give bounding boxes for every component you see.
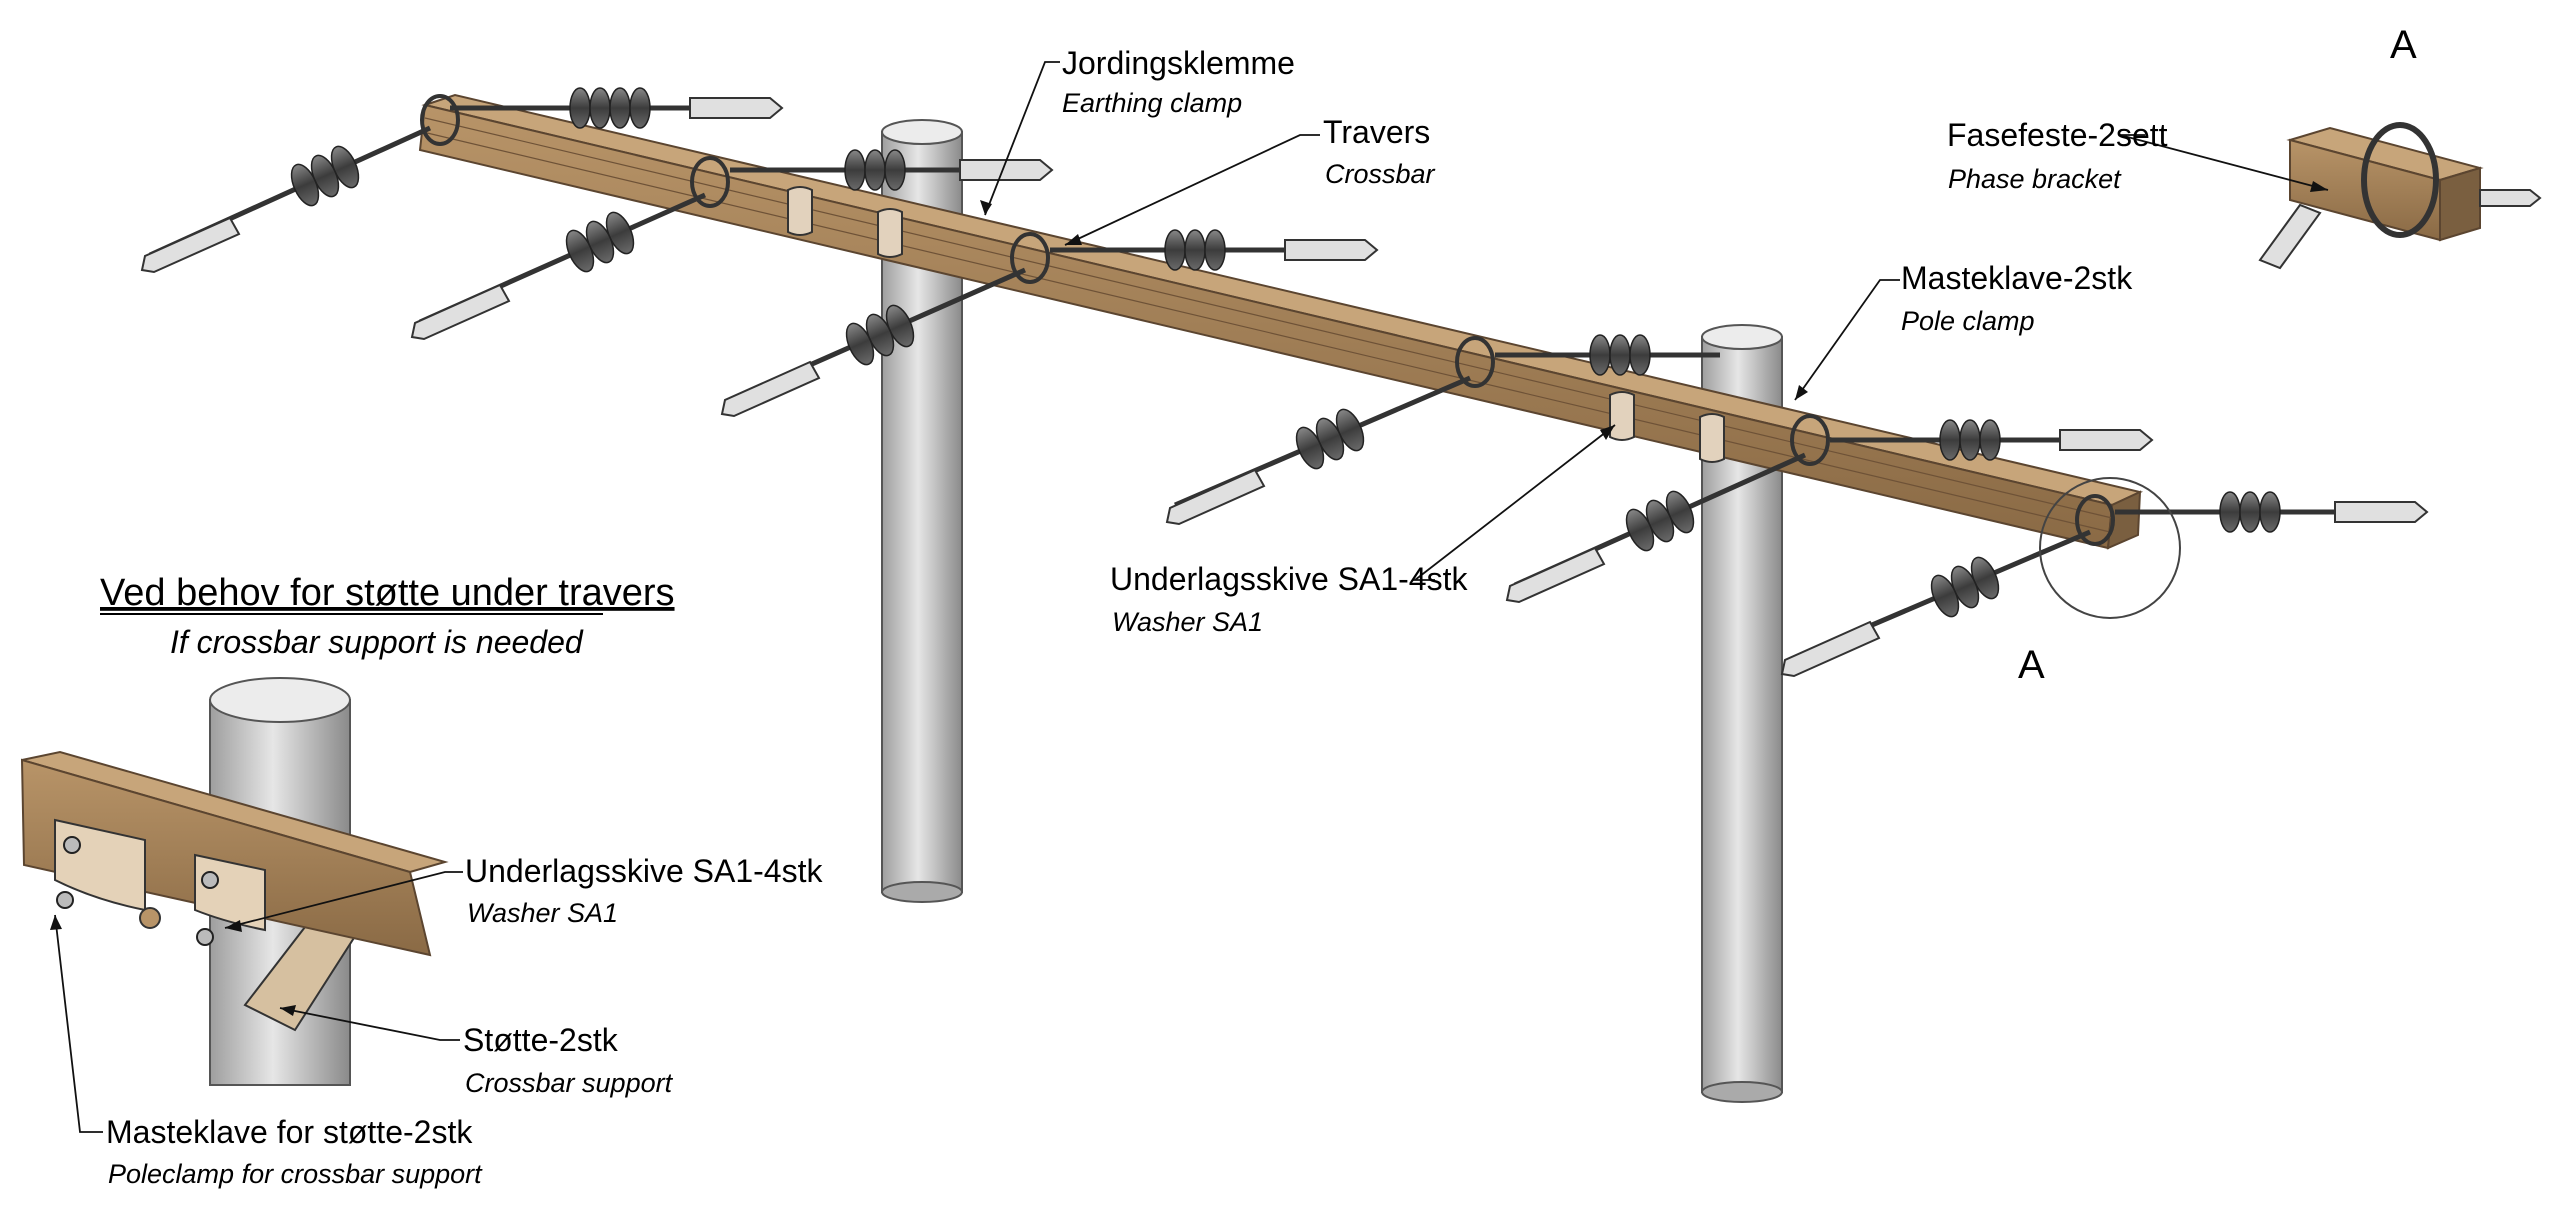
leader-lines (54, 61, 2329, 1133)
label-masteklave: Masteklave-2stk (1901, 260, 2133, 296)
label-pole-clamp: Pole clamp (1901, 306, 2035, 336)
pole-clamp-left (787, 186, 903, 258)
label-fasefeste: Fasefeste-2sett (1947, 117, 2168, 153)
label-poleclamp-support: Poleclamp for crossbar support (108, 1159, 483, 1189)
label-underlagsskive-detail: Underlagsskive SA1-4stk (465, 853, 823, 889)
arrowheads (50, 181, 2328, 1016)
insulator-string (2115, 491, 2429, 533)
support-subtitle: If crossbar support is needed (170, 624, 584, 660)
label-masteklave-stotte: Masteklave for støtte-2stk (106, 1114, 473, 1150)
leader-fasefeste (2119, 134, 2329, 191)
label-travers: Travers (1323, 114, 1430, 150)
detail-a-circle (2039, 477, 2181, 619)
insulator-string (1165, 375, 1471, 526)
crossbar-beam (418, 93, 2144, 550)
label-stotte: Støtte-2stk (463, 1022, 619, 1058)
label-jordingsklemme: Jordingsklemme (1062, 45, 1295, 81)
leader-underlagsskive-detail (224, 871, 463, 929)
insulator-string (410, 192, 707, 341)
insulator-string (1050, 229, 1379, 271)
leader-jordingsklemme (984, 61, 1060, 216)
label-earthing-clamp: Earthing clamp (1062, 88, 1242, 118)
insulator-string (1780, 529, 2091, 678)
leader-travers (1064, 134, 1320, 246)
leader-masteklave (1794, 279, 1900, 401)
insulator-string (450, 87, 784, 129)
label-underlagsskive-main: Underlagsskive SA1-4stk (1110, 561, 1468, 597)
label-crossbar-support: Crossbar support (465, 1068, 674, 1098)
insulator-string (1495, 334, 1720, 376)
detail-a-phase-bracket (2258, 122, 2542, 270)
leader-stotte (279, 1007, 460, 1041)
support-title: Ved behov for støtte under travers (100, 572, 675, 614)
detail-marker-bottom: A (2018, 643, 2045, 687)
leader-underlagsskive-main (1412, 424, 1616, 581)
insulator-string (140, 125, 432, 274)
insulator-string (730, 149, 1054, 191)
leader-masteklave-stotte (54, 914, 103, 1133)
label-crossbar: Crossbar (1325, 159, 1436, 189)
insulator-string (1830, 419, 2154, 461)
label-washer-detail: Washer SA1 (467, 898, 618, 928)
phase-brackets (420, 94, 2115, 546)
label-phase-bracket: Phase bracket (1948, 164, 2122, 194)
support-detail (20, 677, 449, 1086)
pole-clamp-right (1609, 391, 1725, 463)
insulator-string (1505, 452, 1807, 604)
label-washer-main: Washer SA1 (1112, 607, 1263, 637)
detail-marker-top: A (2390, 23, 2417, 67)
insulator-string (720, 267, 1027, 418)
